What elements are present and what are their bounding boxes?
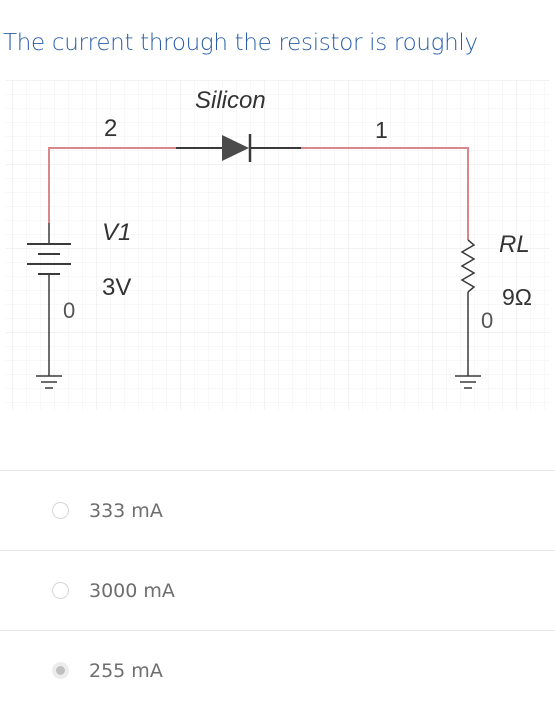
- diode-label: Silicon: [195, 87, 266, 114]
- answer-option[interactable]: 255 mA: [0, 630, 555, 710]
- ground-symbol-right: [455, 375, 481, 389]
- node-label-left-top: 2: [104, 115, 117, 142]
- grid-background: [5, 80, 550, 410]
- answer-option[interactable]: 3000 mA: [0, 550, 555, 630]
- wires: [48, 147, 469, 240]
- ground-symbol-left: [36, 375, 62, 389]
- radio-button[interactable]: [52, 502, 69, 519]
- question-text: The current through the resistor is roug…: [3, 30, 478, 56]
- node-label-right-top: 1: [375, 117, 388, 143]
- source-value-label: 3V: [102, 274, 131, 301]
- answer-label: 333 mA: [89, 500, 163, 522]
- node-label-right-bottom: 0: [481, 308, 493, 333]
- battery-symbol: [27, 223, 71, 376]
- resistor-symbol: [460, 239, 476, 376]
- radio-button[interactable]: [52, 582, 69, 599]
- source-name-label: V1: [102, 219, 131, 246]
- answer-label: 255 mA: [89, 660, 163, 682]
- answer-options: 333 mA 3000 mA 255 mA: [0, 470, 555, 710]
- answer-label: 3000 mA: [89, 580, 175, 602]
- radio-button[interactable]: [52, 662, 69, 679]
- resistor-value-label: 9Ω: [502, 284, 532, 310]
- node-label-left-bottom: 0: [63, 298, 75, 323]
- diode-symbol: [176, 134, 301, 162]
- answer-option[interactable]: 333 mA: [0, 470, 555, 550]
- circuit-diagram: Silicon 2 1 V1 3V 0 RL 9Ω 0: [5, 80, 550, 410]
- resistor-name-label: RL: [499, 231, 530, 258]
